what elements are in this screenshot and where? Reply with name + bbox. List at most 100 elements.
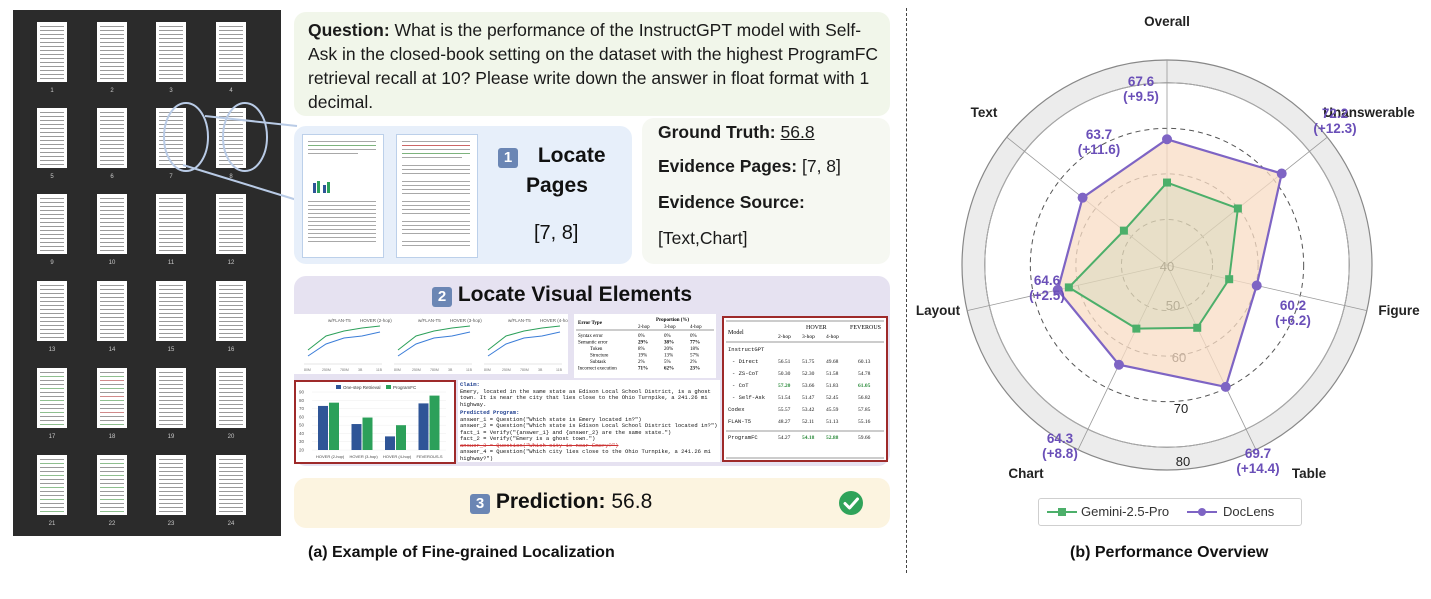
page-number: 21 xyxy=(48,521,56,527)
page-thumbnail[interactable] xyxy=(97,281,127,341)
error-table-cell: Structure xyxy=(590,354,609,359)
line-x-tick: 11B xyxy=(466,368,473,372)
page-thumbnail[interactable] xyxy=(216,368,246,428)
error-table-cell: 5% xyxy=(664,360,671,365)
radar-value-delta: (+8.8) xyxy=(1042,446,1078,461)
ev-table-cell: 45.59 xyxy=(826,407,839,413)
legend-doclens-marker xyxy=(1187,508,1217,516)
gemini-point xyxy=(1225,275,1234,284)
bar-category-label: HOVER (3-hop) xyxy=(350,454,379,459)
page-thumbnail[interactable] xyxy=(97,194,127,254)
page-thumbnail[interactable] xyxy=(156,368,186,428)
doclens-point xyxy=(1077,192,1088,203)
step2-title-text: Locate Visual Elements xyxy=(457,283,693,306)
step3-badge: 3 xyxy=(470,494,490,514)
ev-source-value: [Text,Chart] xyxy=(658,228,748,248)
page-thumbnail[interactable] xyxy=(37,281,67,341)
line-x-tick: 80M xyxy=(394,368,401,372)
page-number: 5 xyxy=(50,174,54,180)
page-thumbnail[interactable] xyxy=(156,281,186,341)
radar-value-delta: (+14.4) xyxy=(1236,461,1279,476)
ev-table-cell: 52.11 xyxy=(802,419,814,425)
bar-legend-b: ProgramFC xyxy=(393,385,417,390)
line-chart-title: HOVER (4-hop) xyxy=(540,318,568,323)
claim-label: Claim: xyxy=(460,381,480,388)
gemini-area xyxy=(1067,181,1239,330)
page-thumbnail[interactable] xyxy=(156,108,186,168)
error-table-header: 2-hop xyxy=(638,325,650,330)
line-x-tick: 250M xyxy=(322,368,331,372)
radar-value-delta: (+12.3) xyxy=(1313,121,1356,136)
radar-category-label: Chart xyxy=(1008,466,1044,481)
page-number: 18 xyxy=(108,434,116,440)
page-thumbnail[interactable] xyxy=(37,455,67,515)
line-chart-title: HOVER (3-hop) xyxy=(450,318,482,323)
ev-table-cell: 55.16 xyxy=(858,419,871,425)
error-table-cell: 2% xyxy=(690,360,697,365)
page-thumbnail[interactable] xyxy=(37,108,67,168)
ground-truth: Ground Truth: 56.8 xyxy=(658,122,815,143)
legend-gemini-marker xyxy=(1047,508,1077,516)
ev-table-subheader: 2-hop xyxy=(778,334,791,340)
gemini-point xyxy=(1233,204,1242,213)
gt-label: Ground Truth: xyxy=(658,122,776,142)
error-table-cell: Semantic error xyxy=(578,341,608,346)
program-label: Predicted Program: xyxy=(460,409,520,416)
page-thumbnail[interactable] xyxy=(216,194,246,254)
error-table-cell: 62% xyxy=(664,367,674,372)
ev-table-cell: Codex xyxy=(728,406,745,413)
page-thumbnail[interactable] xyxy=(97,22,127,82)
bar-y-tick: 50 xyxy=(299,423,305,428)
page-thumbnail[interactable] xyxy=(156,455,186,515)
page-thumbnail[interactable] xyxy=(97,108,127,168)
page-number: 20 xyxy=(227,434,235,440)
page8-highlight xyxy=(222,102,268,172)
radar-value: 63.7 xyxy=(1086,127,1112,142)
page-thumbnail[interactable] xyxy=(37,368,67,428)
caption-left: (a) Example of Fine-grained Localization xyxy=(308,544,615,561)
check-circle-icon xyxy=(839,491,863,515)
page-number: 9 xyxy=(50,260,54,266)
step2-badge: 2 xyxy=(432,287,452,307)
error-table-cell: Syntax error xyxy=(578,334,603,339)
error-table-title: Proportion (%) xyxy=(656,318,689,323)
prediction-panel: 3 Prediction: 56.8 xyxy=(294,478,890,528)
page-thumbnail[interactable] xyxy=(156,22,186,82)
bar-one-step xyxy=(418,403,429,450)
page-thumbnail[interactable] xyxy=(37,194,67,254)
bar-y-tick: 20 xyxy=(299,448,305,453)
page-thumbnail[interactable] xyxy=(216,455,246,515)
doclens-point xyxy=(1220,381,1231,392)
page-thumbnail[interactable] xyxy=(97,455,127,515)
error-table-cell: 2% xyxy=(638,360,645,365)
page-thumbnail[interactable] xyxy=(156,194,186,254)
question: Question: What is the performance of the… xyxy=(308,18,880,114)
ev-table-cell: 54.27 xyxy=(778,435,791,441)
error-table-header: 4-hop xyxy=(690,325,702,330)
bar-category-label: FEVEROUS-S xyxy=(417,454,443,459)
ev-table-cell: 51.58 xyxy=(826,371,839,377)
error-table-cell: Subtask xyxy=(590,360,606,365)
page-number: 2 xyxy=(110,88,114,94)
page-thumbnail[interactable] xyxy=(97,368,127,428)
error-table-cell: 20% xyxy=(664,347,673,352)
line-x-tick: 80M xyxy=(484,368,491,372)
page-number: 10 xyxy=(108,260,116,266)
page-number: 23 xyxy=(167,521,175,527)
page-number: 6 xyxy=(110,174,114,180)
ev-table-cell: 53.42 xyxy=(802,407,815,413)
page-thumbnail[interactable] xyxy=(216,281,246,341)
bar-programfc xyxy=(396,425,406,450)
page-thumbnail[interactable] xyxy=(216,22,246,82)
bar-one-step xyxy=(351,424,362,450)
bar-one-step xyxy=(318,405,328,450)
line-x-tick: 780M xyxy=(340,368,349,372)
radar-value-delta: (+9.5) xyxy=(1123,89,1159,104)
highlight-overlay xyxy=(163,102,298,201)
page-thumbnail[interactable] xyxy=(37,22,67,82)
bar-legend-a: One-step Retrieval xyxy=(343,385,381,390)
